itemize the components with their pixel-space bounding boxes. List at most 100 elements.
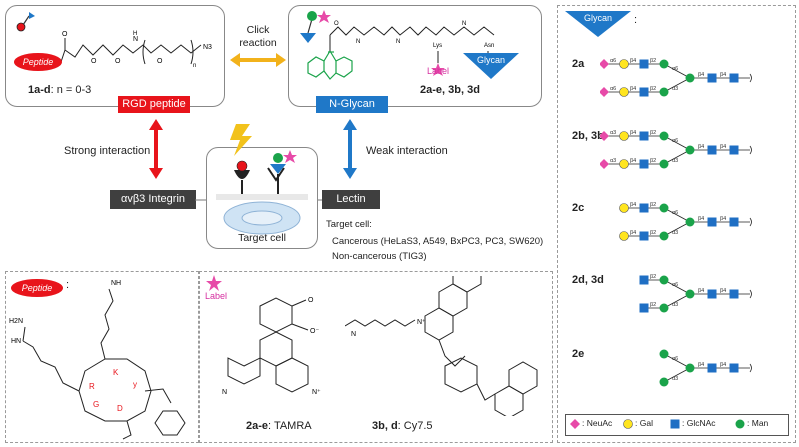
glcnac-symbol bbox=[639, 303, 649, 313]
man-symbol bbox=[685, 145, 695, 155]
man-symbol bbox=[659, 159, 669, 169]
rgd-peptide-structure: O O O N H O n N3 bbox=[16, 12, 212, 69]
linkage-label: β2 bbox=[650, 130, 656, 136]
neuac-symbol bbox=[600, 159, 609, 169]
man-symbol bbox=[659, 349, 669, 359]
svg-text:K: K bbox=[113, 368, 119, 377]
linkage-label: β2 bbox=[650, 202, 656, 208]
glycan-entry-2a: 2a bbox=[572, 58, 585, 70]
glcnac-symbol bbox=[729, 217, 739, 227]
linkage-label: β4 bbox=[630, 130, 636, 136]
man-symbol bbox=[659, 303, 669, 313]
linkage-label: β2 bbox=[650, 158, 656, 164]
neuac-symbol bbox=[600, 131, 609, 141]
man-symbol bbox=[659, 87, 669, 97]
gal-symbol bbox=[619, 231, 629, 241]
glycan-header-colon: : bbox=[634, 14, 638, 26]
glycan-bond bbox=[749, 217, 752, 227]
glcnac-symbol bbox=[707, 145, 717, 155]
linkage-label: β4 bbox=[698, 288, 704, 294]
legend-neuac-icon bbox=[570, 419, 580, 429]
label-tag-top: Label bbox=[427, 66, 450, 76]
man-symbol bbox=[685, 217, 695, 227]
svg-text:N: N bbox=[351, 331, 356, 338]
svg-text:O: O bbox=[91, 58, 97, 65]
linkage-label: β4 bbox=[720, 288, 726, 294]
glcnac-symbol bbox=[639, 231, 649, 241]
compound-2a-e: 2a-e, 3b, 3d bbox=[420, 84, 480, 96]
svg-text:G: G bbox=[93, 400, 99, 409]
glcnac-symbol bbox=[729, 363, 739, 373]
linkage-label: α3 bbox=[672, 86, 678, 92]
neuac-symbol bbox=[600, 59, 609, 69]
glycan-entry-2e: 2e bbox=[572, 348, 585, 360]
peptide-colon: : bbox=[66, 279, 70, 291]
linkage-label: β4 bbox=[630, 58, 636, 64]
glycan-bond bbox=[749, 145, 752, 155]
neuac-symbol bbox=[600, 87, 609, 97]
azide-label: N3 bbox=[203, 44, 212, 51]
linkage-label: β4 bbox=[630, 230, 636, 236]
linkage-label: β2 bbox=[650, 302, 656, 308]
peptide-structure-panel bbox=[5, 271, 199, 443]
glycan-header: Glycan bbox=[583, 13, 612, 23]
target-info-cancerous: Cancerous (HeLaS3, A549, BxPC3, PC3, SW6… bbox=[332, 236, 544, 247]
target-info-title: Target cell: bbox=[326, 219, 372, 230]
svg-text:O: O bbox=[115, 58, 121, 65]
linkage-label: α6 bbox=[672, 356, 678, 362]
glycan-header-triangle bbox=[565, 11, 631, 37]
linkage-label: β4 bbox=[698, 144, 704, 150]
linkage-label: α6 bbox=[672, 210, 678, 216]
svg-text:O: O bbox=[62, 31, 68, 38]
glcnac-symbol bbox=[707, 289, 717, 299]
integrin-label: αvβ3 Integrin bbox=[110, 190, 196, 209]
svg-text:N⁺: N⁺ bbox=[312, 389, 321, 396]
glycan-bond bbox=[663, 135, 691, 151]
linkage-label: α6 bbox=[610, 58, 616, 64]
glycan-bond bbox=[749, 289, 752, 299]
linkage-label: β4 bbox=[630, 202, 636, 208]
glycan-tag: Glycan bbox=[476, 55, 505, 65]
legend-glcnac: : GlcNAc bbox=[682, 418, 716, 428]
glcnac-symbol bbox=[729, 145, 739, 155]
linkage-label: α3 bbox=[610, 130, 616, 136]
glcnac-symbol bbox=[729, 289, 739, 299]
glcnac-symbol bbox=[707, 363, 717, 373]
man-symbol bbox=[659, 203, 669, 213]
svg-text:H: H bbox=[133, 31, 137, 37]
svg-text:N⁺: N⁺ bbox=[417, 319, 426, 326]
label-tag-bottom: Label bbox=[205, 291, 228, 301]
label-structure-panel bbox=[199, 271, 553, 443]
svg-text:y: y bbox=[133, 380, 137, 389]
linkage-label: β4 bbox=[698, 362, 704, 368]
gal-symbol bbox=[619, 159, 629, 169]
glcnac-symbol bbox=[639, 275, 649, 285]
glycan-bond bbox=[663, 207, 691, 223]
svg-text:O: O bbox=[157, 58, 163, 65]
glycan-bond bbox=[663, 293, 691, 309]
weak-interaction-label: Weak interaction bbox=[366, 145, 448, 157]
man-symbol bbox=[659, 231, 669, 241]
asn-label: Asn bbox=[484, 43, 494, 49]
glcnac-symbol bbox=[707, 217, 717, 227]
glcnac-symbol bbox=[729, 73, 739, 83]
linkage-label: α6 bbox=[672, 66, 678, 72]
legend-gal: : Gal bbox=[635, 418, 653, 428]
linkage-label: β2 bbox=[650, 230, 656, 236]
click-arrow bbox=[230, 53, 286, 67]
strong-interaction-label: Strong interaction bbox=[64, 145, 151, 157]
linkage-label: α3 bbox=[672, 302, 678, 308]
cyclic-rgd-structure: NH HN H2N OH K R y G D bbox=[9, 280, 186, 440]
linkage-label: β2 bbox=[650, 274, 656, 280]
svg-text:N: N bbox=[222, 389, 227, 396]
gal-symbol bbox=[619, 59, 629, 69]
linkage-label: β4 bbox=[630, 158, 636, 164]
glycan-bond bbox=[663, 353, 691, 369]
man-symbol bbox=[659, 377, 669, 387]
compound-1a-d: 1a-d: n = 0-3 bbox=[28, 84, 92, 96]
glycan-bond bbox=[663, 149, 691, 165]
rgd-peptide-label: RGD peptide bbox=[118, 96, 190, 113]
legend-gal-icon bbox=[623, 419, 633, 429]
peptide-tag-bottom: Peptide bbox=[11, 279, 63, 297]
